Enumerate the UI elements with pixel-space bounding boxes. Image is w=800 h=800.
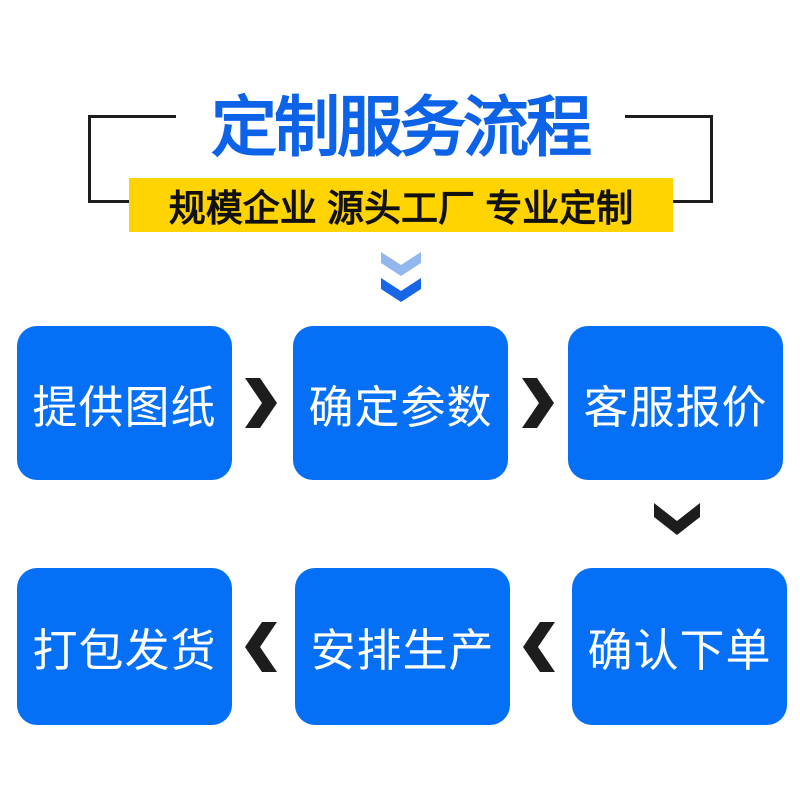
chevron-down-icon xyxy=(654,503,700,535)
header-frame-right xyxy=(710,115,713,203)
flow-step-provide-drawings: 提供图纸 xyxy=(17,326,232,480)
flow-step-pack-ship: 打包发货 xyxy=(17,568,232,725)
chevron-left-icon xyxy=(245,622,277,672)
chevron-right-icon xyxy=(522,378,554,428)
header-frame-top-left xyxy=(88,115,176,118)
flow-step-label: 安排生产 xyxy=(310,625,495,676)
page-title: 定制服务流程 xyxy=(211,90,592,164)
subtitle-banner: 规模企业 源头工厂 专业定制 xyxy=(129,178,673,232)
flow-step-service-quote: 客服报价 xyxy=(568,326,783,480)
flow-step-label: 确定参数 xyxy=(308,381,493,433)
flow-step-confirm-parameters: 确定参数 xyxy=(293,326,508,480)
flow-step-label: 打包发货 xyxy=(32,625,217,676)
header-frame-top-right xyxy=(625,115,713,118)
header-frame-left xyxy=(88,115,91,203)
chevron-left-icon xyxy=(523,622,555,672)
flow-step-arrange-production: 安排生产 xyxy=(295,568,510,725)
flow-step-label: 客服报价 xyxy=(583,381,768,433)
flow-step-label: 提供图纸 xyxy=(32,381,217,433)
flow-step-label: 确认下单 xyxy=(587,625,772,676)
flow-step-confirm-order: 确认下单 xyxy=(572,568,787,725)
chevron-right-icon xyxy=(245,378,277,428)
double-chevron-down-icon xyxy=(381,252,421,303)
